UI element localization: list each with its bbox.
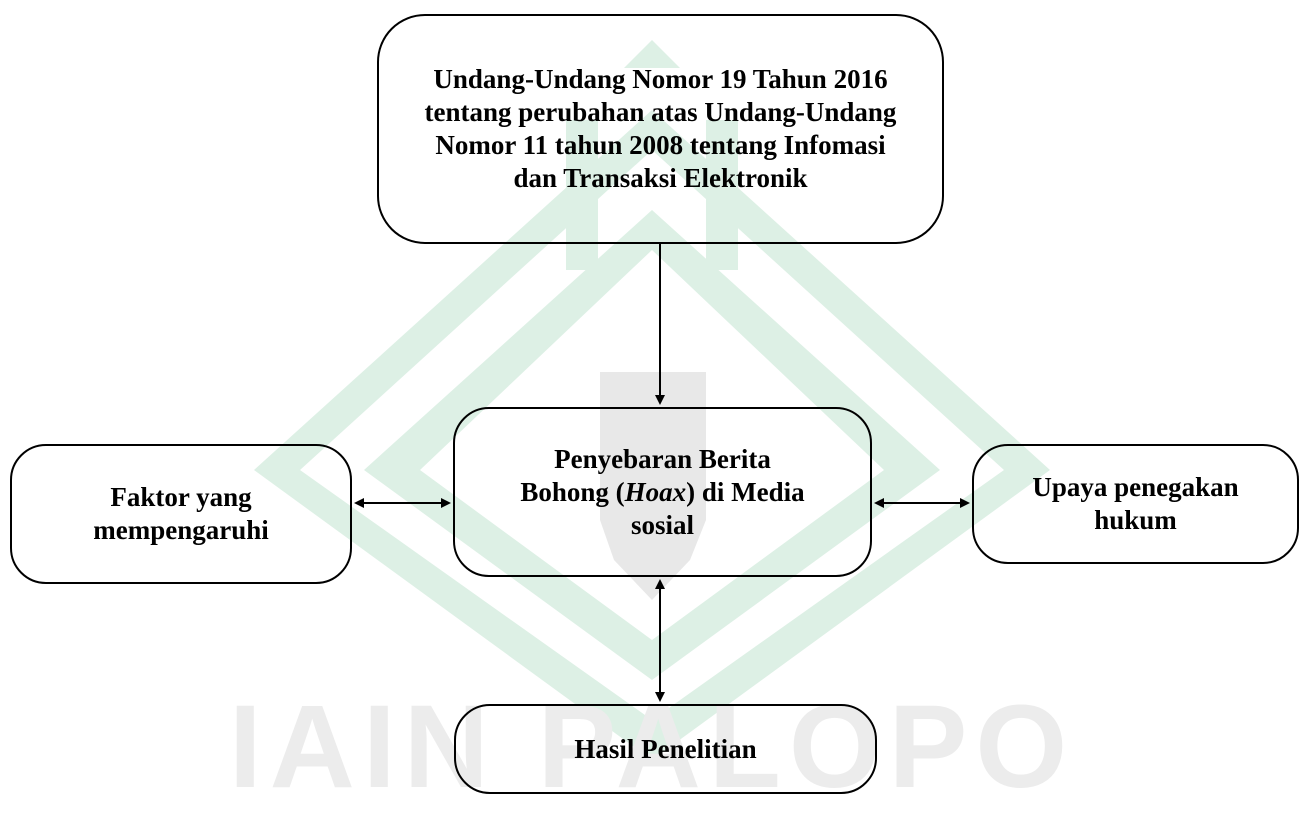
center-box-line2: Bohong (Hoax) di Media <box>520 476 805 507</box>
center-box-line1: Penyebaran Berita <box>554 443 771 474</box>
watermark-logo <box>254 40 1050 760</box>
center-box-line3: sosial <box>630 509 695 540</box>
center-box-text: Penyebaran Berita Bohong (Hoax) di Media… <box>520 443 804 542</box>
connectors <box>354 244 970 702</box>
law-box-text: Undang-Undang Nomor 19 Tahun 2016 tentan… <box>424 64 897 193</box>
bottom-box: Hasil Penelitian <box>454 704 877 794</box>
center-box: Penyebaran Berita Bohong (Hoax) di Media… <box>453 407 872 577</box>
watermark-text: IAIN PALOPO <box>228 681 1076 813</box>
right-box-text: Upaya penegakan hukum <box>1032 472 1239 535</box>
bottom-box-text: Hasil Penelitian <box>574 733 757 764</box>
left-box-text: Faktor yang mempengaruhi <box>93 482 269 545</box>
left-box: Faktor yang mempengaruhi <box>10 444 352 584</box>
law-box: Undang-Undang Nomor 19 Tahun 2016 tentan… <box>377 14 944 244</box>
right-box: Upaya penegakan hukum <box>972 444 1299 564</box>
